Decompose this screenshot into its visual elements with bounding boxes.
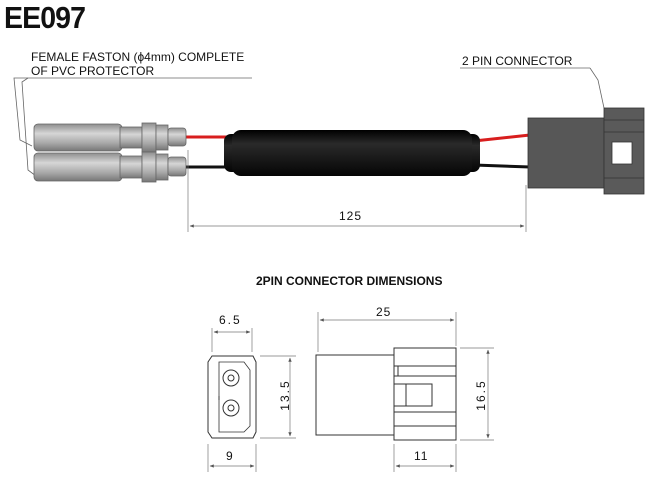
cable-sleeve [224, 130, 480, 176]
faston-leader [13, 77, 252, 177]
dim-side-length: 25 [376, 305, 392, 319]
connector-leader [460, 67, 605, 109]
dim-front [207, 328, 296, 472]
red-wire-right [473, 133, 531, 143]
dim-front-width-top: 6.5 [219, 313, 242, 327]
dim-cable-length-label: 125 [339, 209, 363, 223]
black-wire-right [473, 163, 531, 169]
faston-terminal-top [33, 122, 187, 153]
connector-side-view [315, 347, 457, 441]
connector-front-view [207, 355, 257, 439]
part-number: EE097 [4, 0, 86, 35]
faston-label-line2: OF PVC PROTECTOR [31, 64, 155, 78]
section-title: 2PIN CONNECTOR DIMENSIONS [256, 274, 443, 288]
dim-front-width-bottom: 9 [226, 449, 233, 463]
connector-label: 2 PIN CONNECTOR [462, 54, 573, 68]
dim-side [317, 312, 494, 472]
connector-2pin [527, 107, 645, 195]
dim-side-height: 16.5 [474, 379, 488, 411]
faston-label-line1: FEMALE FASTON (ϕ4mm) COMPLETE [31, 50, 245, 64]
dim-latch-length: 11 [414, 449, 429, 463]
dim-front-height: 13.5 [278, 379, 292, 411]
faston-terminal-bottom [33, 151, 187, 183]
dim-cable-length [187, 150, 527, 232]
